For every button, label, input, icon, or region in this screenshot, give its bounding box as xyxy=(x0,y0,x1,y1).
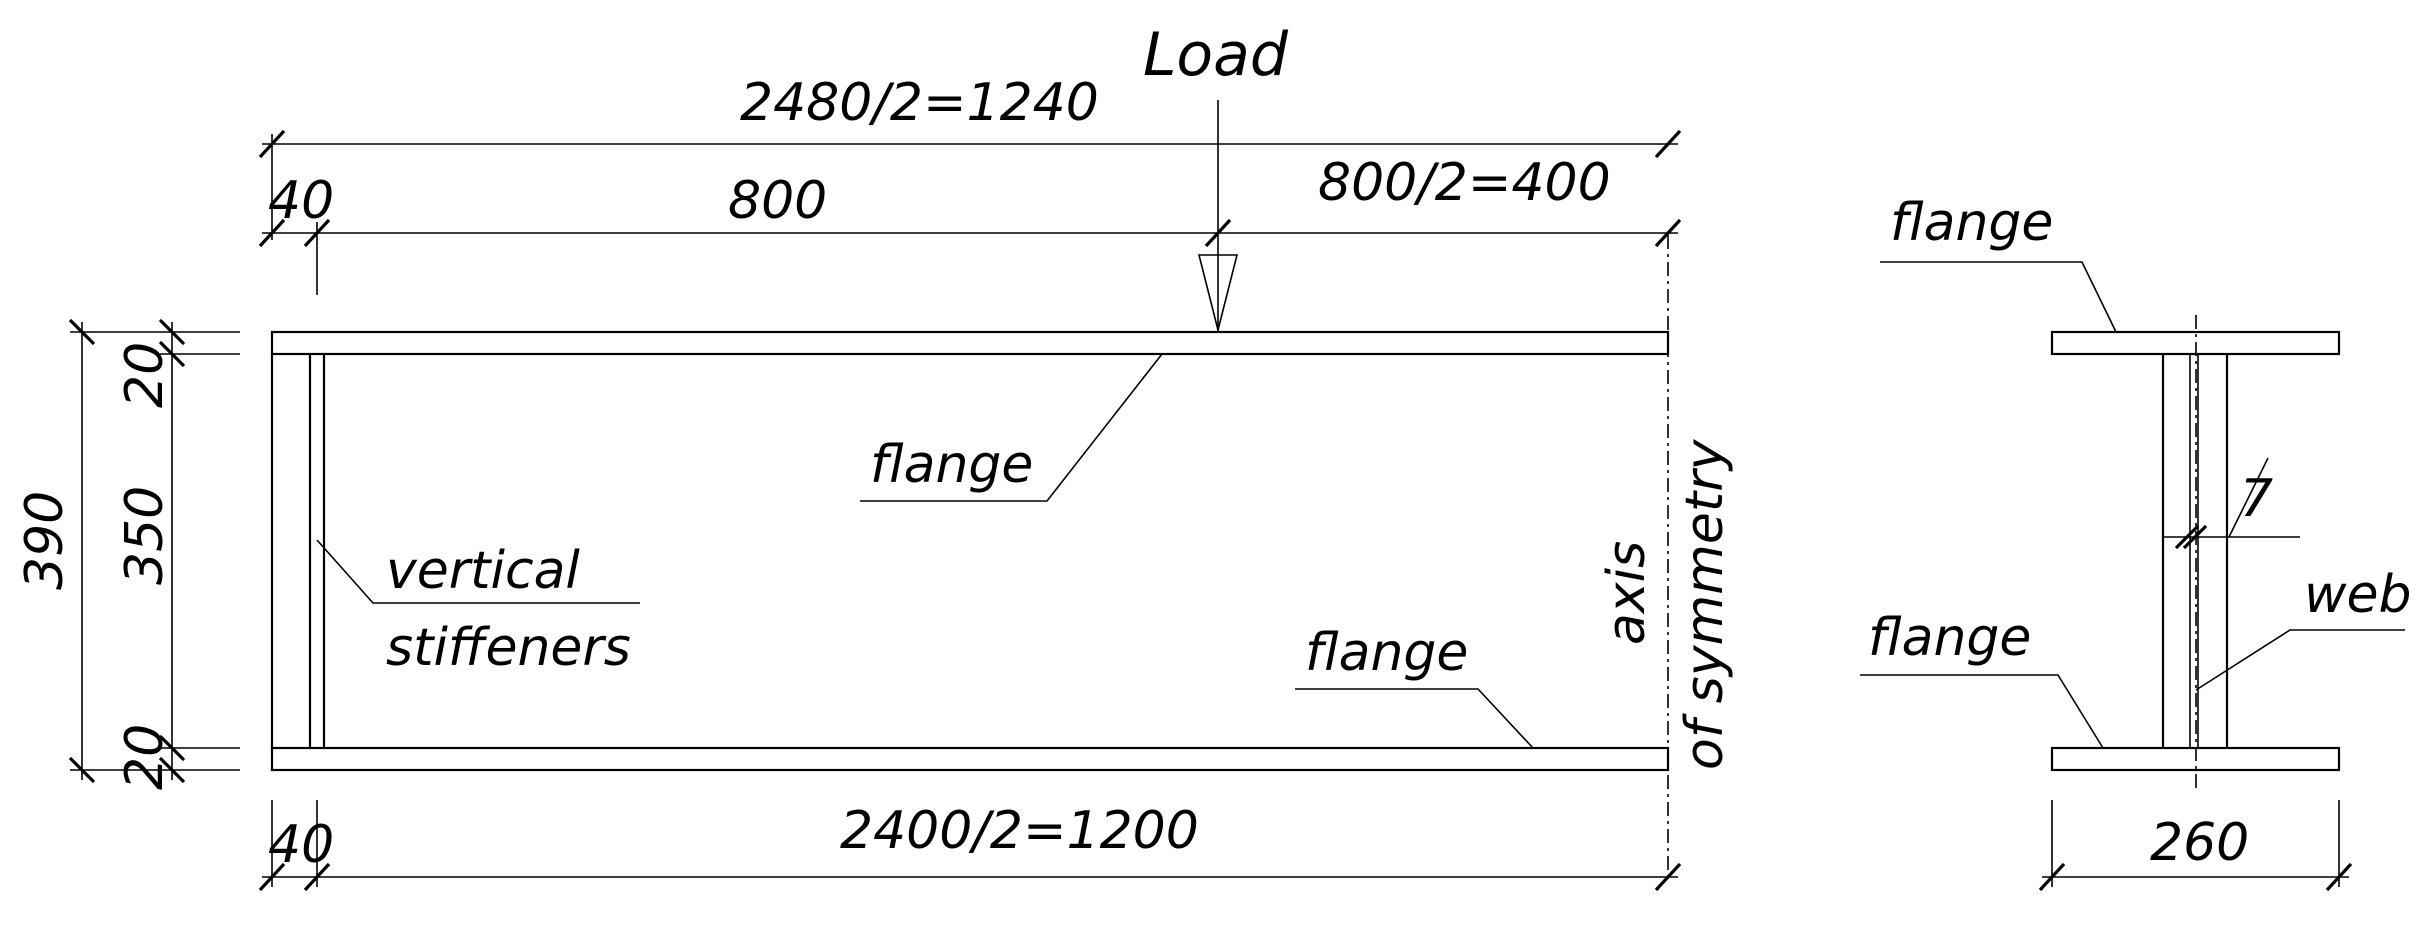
dim-web-stack xyxy=(158,318,240,784)
dim-depth-total-label: 390 xyxy=(15,491,75,590)
axis-label-line2: of symmetry xyxy=(1675,438,1735,770)
flange-bottom-elev-label: flange xyxy=(1305,623,1468,683)
dim-span-half-label: 2400/2=1200 xyxy=(840,801,1199,861)
leader-section-top-flange xyxy=(1880,261,2117,333)
axis-label-line1: axis xyxy=(1597,541,1657,645)
bottom-flange-elevation xyxy=(270,746,1670,772)
dim-span-half xyxy=(258,800,1682,892)
flange-top-section-label: flange xyxy=(1890,193,2053,253)
flange-top-elev-label: flange xyxy=(870,435,1033,495)
dim-web-height-label: 350 xyxy=(115,486,175,585)
leader-section-bottom-flange xyxy=(1860,674,2104,749)
elevation-view: Load 2480/2=1240 40 800 800/2=400 xyxy=(15,20,1735,892)
top-flange-elevation xyxy=(270,330,1670,356)
dim-top-flange-thk-label: 20 xyxy=(115,342,175,408)
flange-width-label: 260 xyxy=(2150,813,2249,873)
cross-section-view: 7 flange flange web 260 xyxy=(1860,193,2412,892)
dim-depth-total xyxy=(68,318,240,784)
load-label: Load xyxy=(1143,20,1289,90)
flange-bottom-section-label: flange xyxy=(1868,608,2031,668)
dim-half-panel-label: 800/2=400 xyxy=(1318,153,1611,213)
dim-flange-width xyxy=(2038,800,2353,892)
dim-web-thk xyxy=(2163,457,2300,550)
dim-panel-label: 800 xyxy=(728,171,827,231)
dim-end-offset-bottom-label: 40 xyxy=(268,815,334,875)
dim-panel xyxy=(258,218,1682,295)
leader-top-flange xyxy=(860,353,1163,502)
load-arrow xyxy=(1197,100,1239,332)
leader-vertical-stiffeners xyxy=(316,539,640,604)
dim-total-half-length-label: 2480/2=1240 xyxy=(740,73,1099,133)
web-thk-label: 7 xyxy=(2240,469,2273,529)
vertical-stiffeners-line2: stiffeners xyxy=(386,618,631,678)
dim-bottom-flange-thk-label: 20 xyxy=(115,724,175,790)
dim-end-offset-top-label: 40 xyxy=(268,171,334,231)
dim-total-half-length xyxy=(258,129,1682,240)
web-label: web xyxy=(2304,565,2412,625)
leader-section-web xyxy=(2195,629,2405,691)
leader-bottom-flange xyxy=(1295,688,1534,749)
vertical-stiffeners-line1: vertical xyxy=(386,541,580,601)
